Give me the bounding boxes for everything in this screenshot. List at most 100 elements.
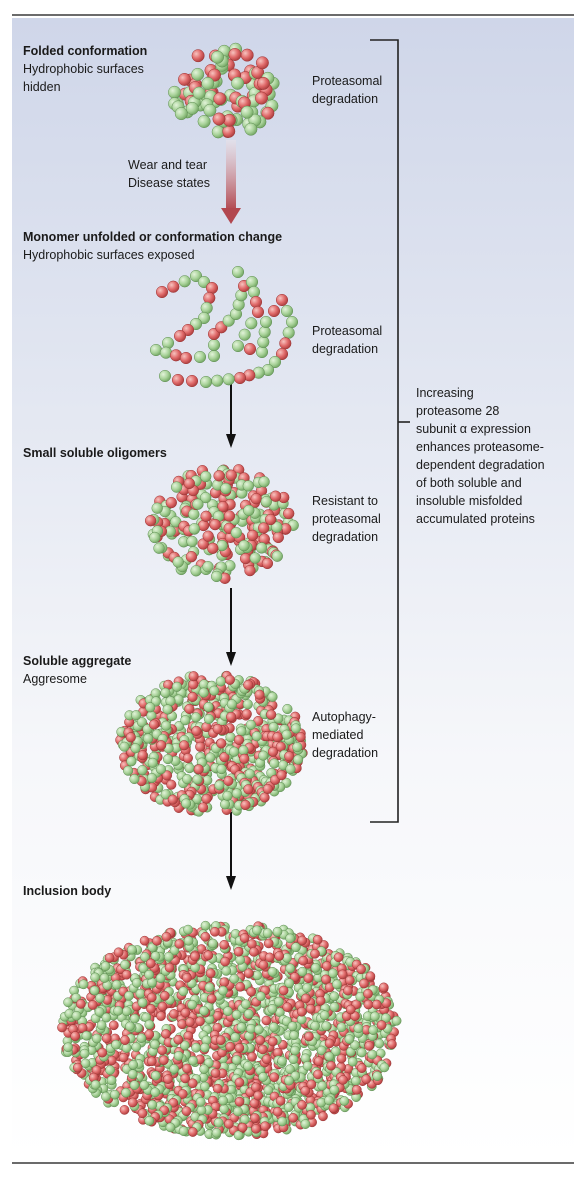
bead-red <box>289 972 300 982</box>
bead-red <box>195 741 206 752</box>
bead-red <box>371 999 382 1010</box>
bead-green <box>120 959 130 970</box>
bead-green <box>144 1019 155 1030</box>
bead-red <box>233 371 247 385</box>
bead-red <box>209 518 221 531</box>
bead-red <box>243 968 254 979</box>
bead-red <box>185 374 199 388</box>
bead-green <box>263 1085 274 1096</box>
bead-green <box>231 1009 242 1020</box>
bead-red <box>178 72 191 86</box>
bead-red <box>297 1100 307 1110</box>
bead-red <box>119 1105 130 1115</box>
bead-green <box>150 1039 160 1050</box>
bead-green <box>169 945 180 956</box>
bead-green <box>127 1069 138 1080</box>
bead-green <box>197 115 211 128</box>
bead-red <box>213 92 227 106</box>
bead-green <box>111 1039 121 1050</box>
bead-green <box>258 325 271 339</box>
bead-green <box>147 1099 158 1110</box>
bead-red <box>262 783 273 794</box>
bead-green <box>160 789 171 800</box>
bead-red <box>57 1022 67 1033</box>
bead-green <box>226 699 237 710</box>
bead-green <box>284 978 295 989</box>
bead-green <box>202 561 214 573</box>
bead-green <box>379 1062 390 1073</box>
note-line1: Increasing <box>416 386 474 400</box>
bead-green <box>219 1104 229 1114</box>
fate4-line1: Autophagy- <box>312 710 376 724</box>
bead-red <box>244 564 256 577</box>
bead-red <box>356 964 366 975</box>
bead-red <box>212 1010 223 1021</box>
bead-red <box>195 1016 205 1027</box>
bead-red <box>113 947 124 958</box>
top-rule <box>12 14 574 16</box>
bead-green <box>90 972 100 983</box>
bead-red <box>275 293 289 307</box>
bead-green <box>351 1076 361 1086</box>
bead-red <box>182 972 192 983</box>
bead-green <box>150 951 161 961</box>
bead-red <box>239 552 252 565</box>
bead-green <box>368 1025 379 1035</box>
bead-green <box>230 527 242 539</box>
bead-green <box>282 326 295 339</box>
bead-green <box>129 773 140 785</box>
bead-green <box>239 1114 250 1125</box>
bead-red <box>261 1015 272 1026</box>
note-line4: enhances proteasome- <box>416 440 544 454</box>
bead-green <box>136 1033 147 1043</box>
bead-green <box>178 1126 189 1136</box>
bead-red <box>306 1109 316 1120</box>
bead-green <box>233 1130 244 1141</box>
bead-red <box>258 522 270 534</box>
bead-red <box>246 986 257 997</box>
bead-red <box>190 951 200 962</box>
bead-green <box>79 1048 90 1059</box>
stage2-title: Monomer unfolded or conformation change <box>23 230 283 244</box>
bead-red <box>234 1096 245 1107</box>
bead-green <box>271 550 283 562</box>
bead-green <box>96 1020 107 1031</box>
bead-green <box>200 920 211 931</box>
small-oligomer-cluster <box>144 464 299 584</box>
bead-green <box>268 355 282 369</box>
bead-green <box>240 105 254 119</box>
bead-green <box>252 925 262 936</box>
bead-green <box>235 955 246 965</box>
bead-red <box>264 952 275 963</box>
bead-red <box>310 948 320 959</box>
bead-green <box>135 988 146 999</box>
bead-red <box>259 792 270 803</box>
bead-green <box>381 1013 391 1023</box>
bead-green <box>149 343 163 357</box>
bead-green <box>243 504 255 517</box>
bead-green <box>139 1080 150 1090</box>
bead-red <box>77 1023 88 1033</box>
bead-red <box>70 1031 81 1041</box>
bead-red <box>137 1108 148 1119</box>
bead-red <box>363 999 374 1010</box>
transition-line2: Disease states <box>128 176 210 190</box>
bead-green <box>101 1012 112 1023</box>
bead-green <box>374 1038 385 1049</box>
bead-red <box>267 746 279 757</box>
bead-red <box>167 280 180 293</box>
bead-green <box>71 1010 82 1021</box>
note-line6: of both soluble and <box>416 476 522 490</box>
bead-green <box>204 982 215 993</box>
fate2-line1: Proteasomal <box>312 324 383 338</box>
bead-green <box>370 1011 380 1022</box>
bead-green <box>190 565 202 577</box>
bead-red <box>303 973 314 984</box>
bead-green <box>136 717 147 728</box>
bead-red <box>312 934 323 945</box>
bead-green <box>207 349 221 363</box>
bead-red <box>72 1062 83 1073</box>
bead-green <box>262 928 273 938</box>
stage4-title: Soluble aggregate <box>23 654 132 668</box>
bead-green <box>127 944 137 955</box>
